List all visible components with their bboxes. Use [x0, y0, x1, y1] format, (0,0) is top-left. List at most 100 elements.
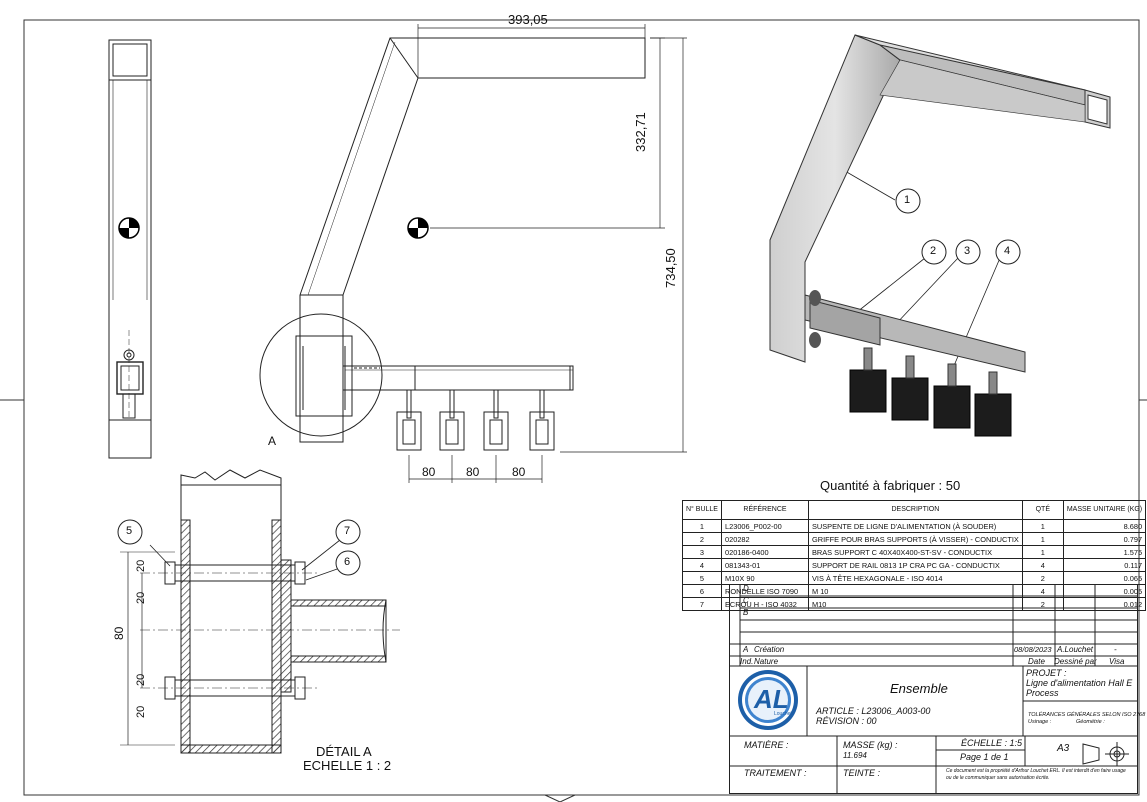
- bom-cell: 7: [682, 597, 722, 611]
- isometric-view: [769, 34, 1111, 437]
- bom-cell: GRIFFE POUR BRAS SUPPORTS (À VISSER) - C…: [807, 532, 1023, 546]
- bom-cell: VIS À TÊTE HEXAGONALE - ISO 4014: [807, 571, 1023, 585]
- rev-letter-a: A: [743, 645, 749, 654]
- balloon-1: 1: [904, 194, 911, 206]
- bom-cell: 1: [1021, 519, 1064, 533]
- bom-cell: BRAS SUPPORT C 40X40X400-ST-SV - CONDUCT…: [807, 545, 1023, 559]
- balloon-3: 3: [964, 245, 971, 257]
- tolerances: TOLÉRANCES GÉNÉRALES SELON ISO 2768: [1028, 712, 1146, 718]
- balloon-4: 4: [1004, 245, 1011, 257]
- col-ind: Ind.: [740, 657, 754, 666]
- dim-top-width: 393,05: [508, 12, 548, 27]
- dimension-lines: [408, 24, 687, 483]
- project-line-2: Process: [1026, 688, 1059, 698]
- bom-header-row: N° BULLE RÉFÉRENCE DESCRIPTION QTÉ MASSE…: [682, 500, 1147, 520]
- ownership-notice: Ce document est la propriété d'Arthur Lo…: [946, 768, 1126, 781]
- balloon-7: 7: [344, 525, 351, 537]
- geometrie-label: Géométrie :: [1076, 719, 1105, 725]
- bom-cell: 020186-0400: [720, 545, 809, 559]
- tint-label: TEINTE :: [843, 768, 881, 778]
- detail-marker: A: [268, 434, 277, 448]
- rev-letter-c: C: [743, 596, 749, 605]
- bom-cell: 5: [682, 571, 722, 585]
- bom-cell: 3: [682, 545, 722, 559]
- rev-visa: -: [1114, 645, 1117, 654]
- bom-header-mass: MASSE UNITAIRE (KG): [1062, 500, 1147, 520]
- bom-cell: 020282: [720, 532, 809, 546]
- dim-spacing-2: 80: [466, 465, 480, 479]
- bom-cell: 081343-01: [720, 558, 809, 572]
- detail-title: DÉTAIL A: [316, 744, 372, 759]
- drawing-scale: ÉCHELLE : 1:5: [961, 738, 1023, 748]
- project-line-1: Ligne d'alimentation Hall E: [1026, 678, 1133, 688]
- logo-small-text: Louchet: [774, 711, 792, 717]
- balloon-2: 2: [930, 245, 937, 257]
- bom-header-qty: QTÉ: [1021, 500, 1064, 520]
- rev-letter-d: D: [743, 584, 749, 593]
- detail-a: [120, 469, 400, 754]
- bom-cell: 4: [682, 558, 722, 572]
- bom-cell: 8.680: [1062, 519, 1147, 533]
- centre-of-gravity-side: [118, 217, 140, 239]
- article-number: ARTICLE : L23006_A003-00: [816, 706, 931, 716]
- revision-number: RÉVISION : 00: [816, 716, 877, 726]
- bom-cell: 6: [682, 584, 722, 598]
- bom-cell: 1: [1021, 545, 1064, 559]
- col-visa: Visa: [1109, 657, 1125, 666]
- bom-cell: 1.575: [1062, 545, 1147, 559]
- bom-cell: 2: [682, 532, 722, 546]
- page-number: Page 1 de 1: [960, 752, 1009, 762]
- detail-dim-20b: 20: [135, 591, 147, 604]
- bom-cell: 2: [1021, 571, 1064, 585]
- bom-cell: 0.797: [1062, 532, 1147, 546]
- dim-spacing-3: 80: [512, 465, 526, 479]
- detail-dim-20a: 20: [135, 559, 147, 572]
- bom-header-reference: RÉFÉRENCE: [720, 500, 809, 520]
- paper-format: A3: [1057, 743, 1070, 754]
- bom-cell: SUPPORT DE RAIL 0813 1P CRA PC GA - COND…: [807, 558, 1023, 572]
- bom-cell: 0.065: [1062, 571, 1147, 585]
- bom-cell: M10X 90: [720, 571, 809, 585]
- rev-letter-b: B: [743, 608, 749, 617]
- bom-cell: 1: [682, 519, 722, 533]
- detail-dim-80: 80: [112, 626, 126, 640]
- title-block-grid: [729, 584, 1138, 794]
- sheet-border: [23, 19, 1140, 796]
- detail-dim-20c: 20: [135, 673, 147, 686]
- col-nature: Nature: [754, 657, 779, 666]
- usinage-label: Usinage :: [1028, 719, 1052, 725]
- rail-supports: [396, 389, 555, 451]
- bom-header-bubble: N° BULLE: [682, 500, 722, 520]
- balloon-6: 6: [344, 556, 351, 568]
- dim-spacing-1: 80: [422, 465, 436, 479]
- col-drawn: Dessiné par: [1054, 657, 1097, 666]
- bom-header-description: DESCRIPTION: [807, 500, 1023, 520]
- side-view: [108, 39, 152, 459]
- detail-scale: ECHELLE 1 : 2: [303, 758, 392, 773]
- rev-creation: Création: [754, 645, 785, 654]
- balloon-circles: [117, 188, 1021, 576]
- mass-label: MASSE (kg) :: [843, 740, 898, 750]
- col-date: Date: [1028, 657, 1045, 666]
- centre-of-gravity-front: [407, 217, 429, 239]
- bom-cell: 0.117: [1062, 558, 1147, 572]
- bom-cell: 1: [1021, 532, 1064, 546]
- rev-date: 08/08/2023: [1014, 645, 1052, 654]
- drawing-name: Ensemble: [890, 681, 948, 696]
- dim-total-height: 734,50: [663, 248, 678, 288]
- treatment-label: TRAITEMENT :: [744, 768, 807, 778]
- mass-value: 11.694: [843, 751, 867, 760]
- quantity-label: Quantité à fabriquer : 50: [820, 478, 961, 493]
- material-label: MATIÈRE :: [744, 740, 789, 750]
- bom-cell: 4: [1021, 558, 1064, 572]
- bom-cell: SUSPENTE DE LIGNE D'ALIMENTATION (À SOUD…: [807, 519, 1023, 533]
- bom-cell: L23006_P002-00: [720, 519, 809, 533]
- balloon-5: 5: [126, 525, 133, 537]
- logo-letters: AL: [754, 684, 789, 714]
